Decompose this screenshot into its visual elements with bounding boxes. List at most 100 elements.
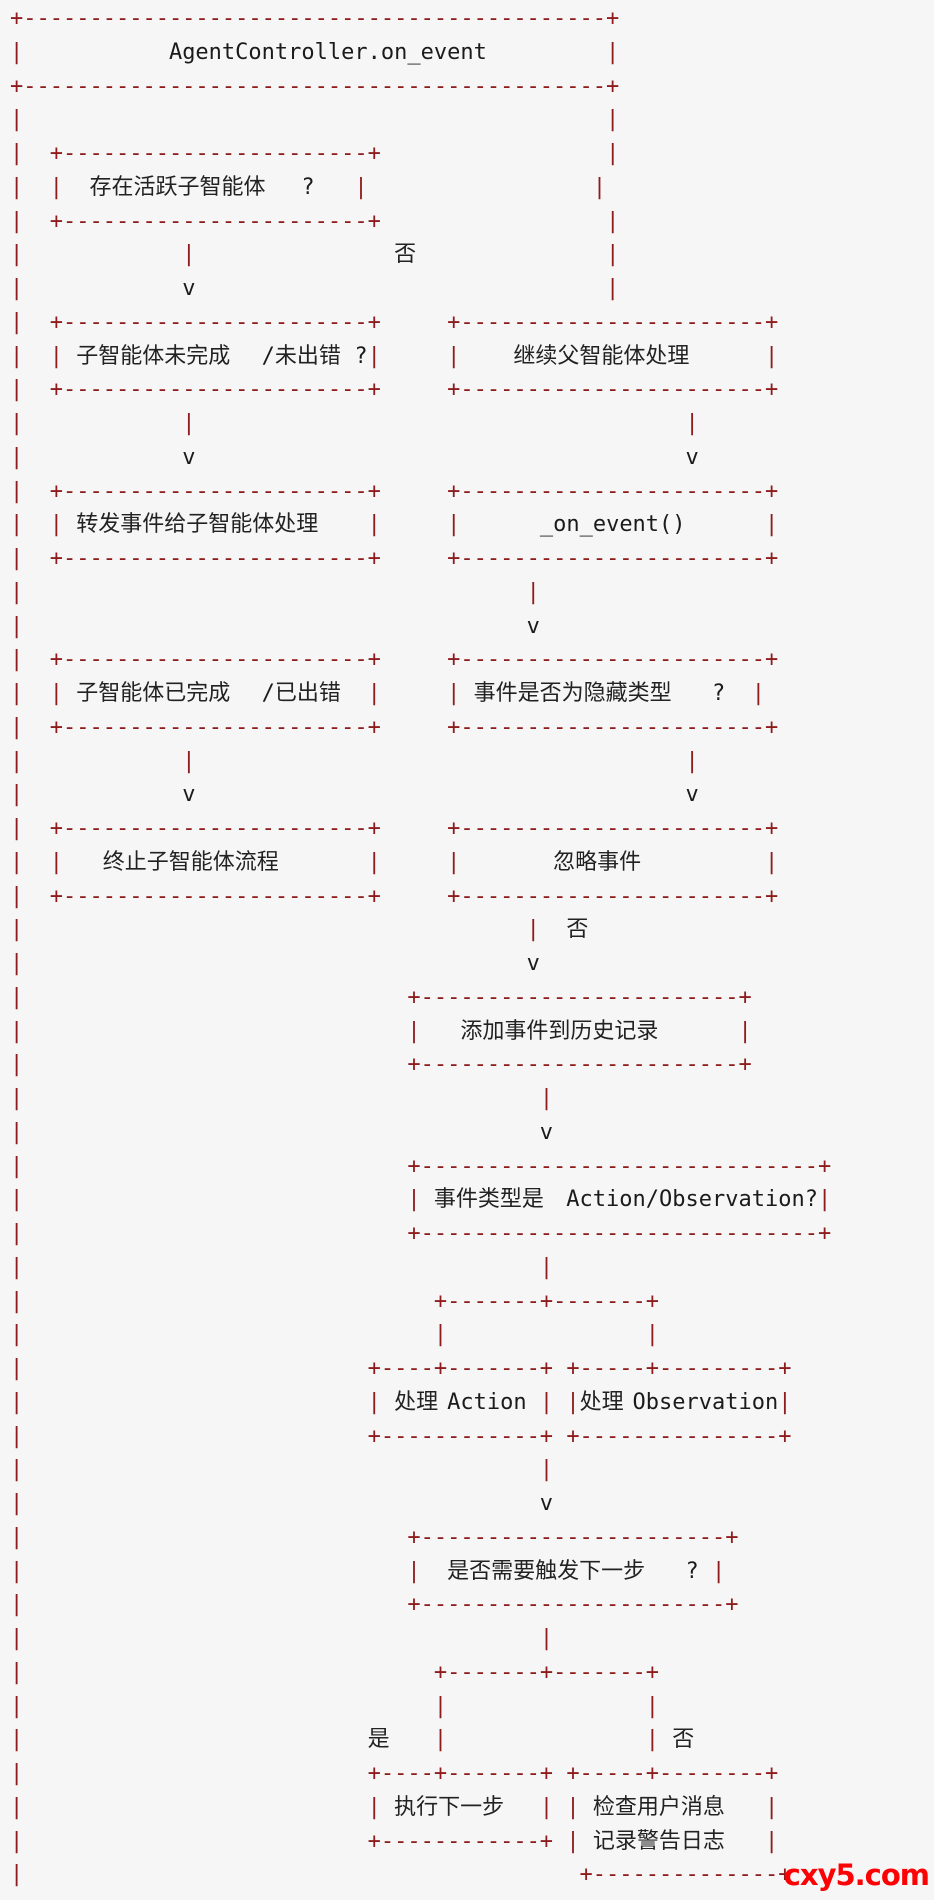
box-border-segment: | xyxy=(49,343,63,369)
box-border-segment: | xyxy=(10,883,24,909)
flow-text-segment: / xyxy=(261,681,275,706)
flow-text-segment xyxy=(23,1660,434,1685)
box-border-segment: | xyxy=(10,276,24,301)
flow-text-segment xyxy=(381,512,447,537)
flow-text-segment xyxy=(381,715,447,740)
box-border-segment: | xyxy=(10,917,24,943)
flow-text-segment xyxy=(23,1592,407,1617)
flow-text-segment: 子智能体未完成 xyxy=(76,343,231,369)
flow-text-segment xyxy=(23,310,50,335)
ascii-line: | | xyxy=(10,576,934,610)
box-border-segment: | xyxy=(10,411,24,436)
flow-text-segment: 处理 xyxy=(579,1389,624,1415)
box-border-segment: | xyxy=(49,174,63,200)
ascii-line: | +-----------------------+ +-----------… xyxy=(10,373,934,407)
flow-text-segment xyxy=(195,411,685,436)
flow-text-segment xyxy=(23,411,182,436)
flow-text-segment: 否 xyxy=(566,917,589,943)
box-border-segment: | xyxy=(685,411,699,436)
ascii-line: | +-----------------------+ | xyxy=(10,137,934,171)
ascii-line: | | xyxy=(10,1453,934,1487)
ascii-line: | +------------+ | 记录警告日志 | xyxy=(10,1825,934,1859)
box-border-segment: | xyxy=(354,174,368,200)
box-border-segment: | xyxy=(10,512,24,538)
box-border-segment: | xyxy=(10,1626,24,1651)
flow-text-segment: 处理 xyxy=(394,1389,439,1415)
flow-text-segment xyxy=(381,884,447,909)
flow-text-segment: 转发事件给子智能体处理 xyxy=(76,512,319,538)
flow-text-segment xyxy=(23,1626,540,1651)
ascii-line: | | 存在活跃子智能体? | | xyxy=(10,171,934,205)
flow-text-segment xyxy=(63,850,103,875)
box-border-segment: | xyxy=(10,107,24,133)
ascii-line: | +-----------------------+ +-----------… xyxy=(10,880,934,914)
box-border-segment: | xyxy=(10,782,24,808)
ascii-line: +---------------------------------------… xyxy=(10,2,934,36)
box-border-segment: | xyxy=(433,1322,448,1348)
flow-text-segment xyxy=(381,816,447,841)
ascii-line: | | xyxy=(10,1251,934,1285)
ascii-line: | | xyxy=(10,1082,934,1116)
flow-text-segment xyxy=(752,1795,765,1820)
flow-text-segment: 子智能体已完成 xyxy=(76,681,231,706)
ascii-line: | +-----------------------+ | xyxy=(10,205,934,239)
flow-text-segment xyxy=(394,1727,434,1752)
box-border-segment: | xyxy=(10,1761,24,1786)
box-border-segment: +-----+--------+ xyxy=(566,1761,779,1786)
flow-text-segment: 是否需要触发下一步 xyxy=(447,1558,646,1584)
flow-text-segment xyxy=(23,985,407,1010)
box-border-segment: | xyxy=(367,343,381,369)
flow-text-segment xyxy=(699,1019,739,1044)
flow-text-segment: 继续父智能体处理 xyxy=(513,343,690,369)
box-border-segment: +------------------------------+ xyxy=(407,1221,832,1246)
flow-text-segment xyxy=(23,715,50,740)
flow-text-segment xyxy=(460,344,513,369)
flow-text-segment xyxy=(381,681,447,706)
box-border-segment: | xyxy=(765,1794,779,1820)
flow-text-segment xyxy=(23,1187,407,1212)
box-border-segment: | xyxy=(712,1558,726,1584)
box-border-segment: | xyxy=(566,1389,580,1415)
ascii-line: | | 转发事件给子智能体处理| | _on_event() | xyxy=(10,508,934,542)
box-border-segment: | xyxy=(10,39,24,65)
flow-text-segment xyxy=(23,1525,407,1550)
box-border-segment: | xyxy=(10,141,24,166)
ascii-line: | +------------+ +---------------+ xyxy=(10,1420,934,1454)
box-border-segment: | xyxy=(10,1828,24,1854)
box-border-segment: | xyxy=(10,748,24,774)
ascii-line: | | 子智能体未完成/未出错?| | 继续父智能体处理 | xyxy=(10,340,934,374)
flow-text-segment xyxy=(553,1761,566,1786)
flow-text-segment xyxy=(460,850,553,875)
box-border-segment: +-----------------------+ xyxy=(407,1592,739,1618)
flow-text-segment xyxy=(315,850,368,875)
box-border-segment: | xyxy=(645,1322,660,1348)
flow-text-segment xyxy=(447,1727,646,1752)
box-border-segment: | xyxy=(765,343,779,369)
flow-text-segment xyxy=(381,1390,394,1415)
box-border-segment: +-----------------------+ xyxy=(49,714,381,740)
flow-text-segment xyxy=(527,1795,540,1820)
ascii-line: | v xyxy=(10,1487,934,1521)
flow-text-segment xyxy=(381,850,447,875)
flow-text-segment: 否 xyxy=(672,1727,695,1753)
box-border-segment: +-----------------------+ xyxy=(447,647,779,673)
box-border-segment: | xyxy=(10,951,24,976)
flow-text-segment: Action/Observation? xyxy=(566,1187,818,1213)
flow-text-segment: v xyxy=(23,951,540,976)
box-border-segment: | xyxy=(49,512,63,538)
box-border-segment: | xyxy=(10,1288,24,1314)
flow-text-segment xyxy=(23,1761,367,1786)
box-border-segment: | xyxy=(10,849,24,875)
box-border-segment: | xyxy=(592,174,607,200)
flow-text-segment xyxy=(553,1390,566,1415)
box-border-segment: +-----------------------+ xyxy=(407,1524,739,1550)
flow-text-segment xyxy=(580,1795,593,1820)
box-border-segment: | xyxy=(606,276,620,301)
box-border-segment: | xyxy=(10,208,24,234)
box-border-segment: | xyxy=(566,1794,580,1820)
ascii-line: | v | xyxy=(10,272,934,306)
box-border-segment: | xyxy=(10,1423,24,1449)
flow-text-segment xyxy=(63,512,76,537)
flow-text-segment xyxy=(63,175,90,200)
box-border-segment: +----+-------+ xyxy=(367,1356,554,1381)
